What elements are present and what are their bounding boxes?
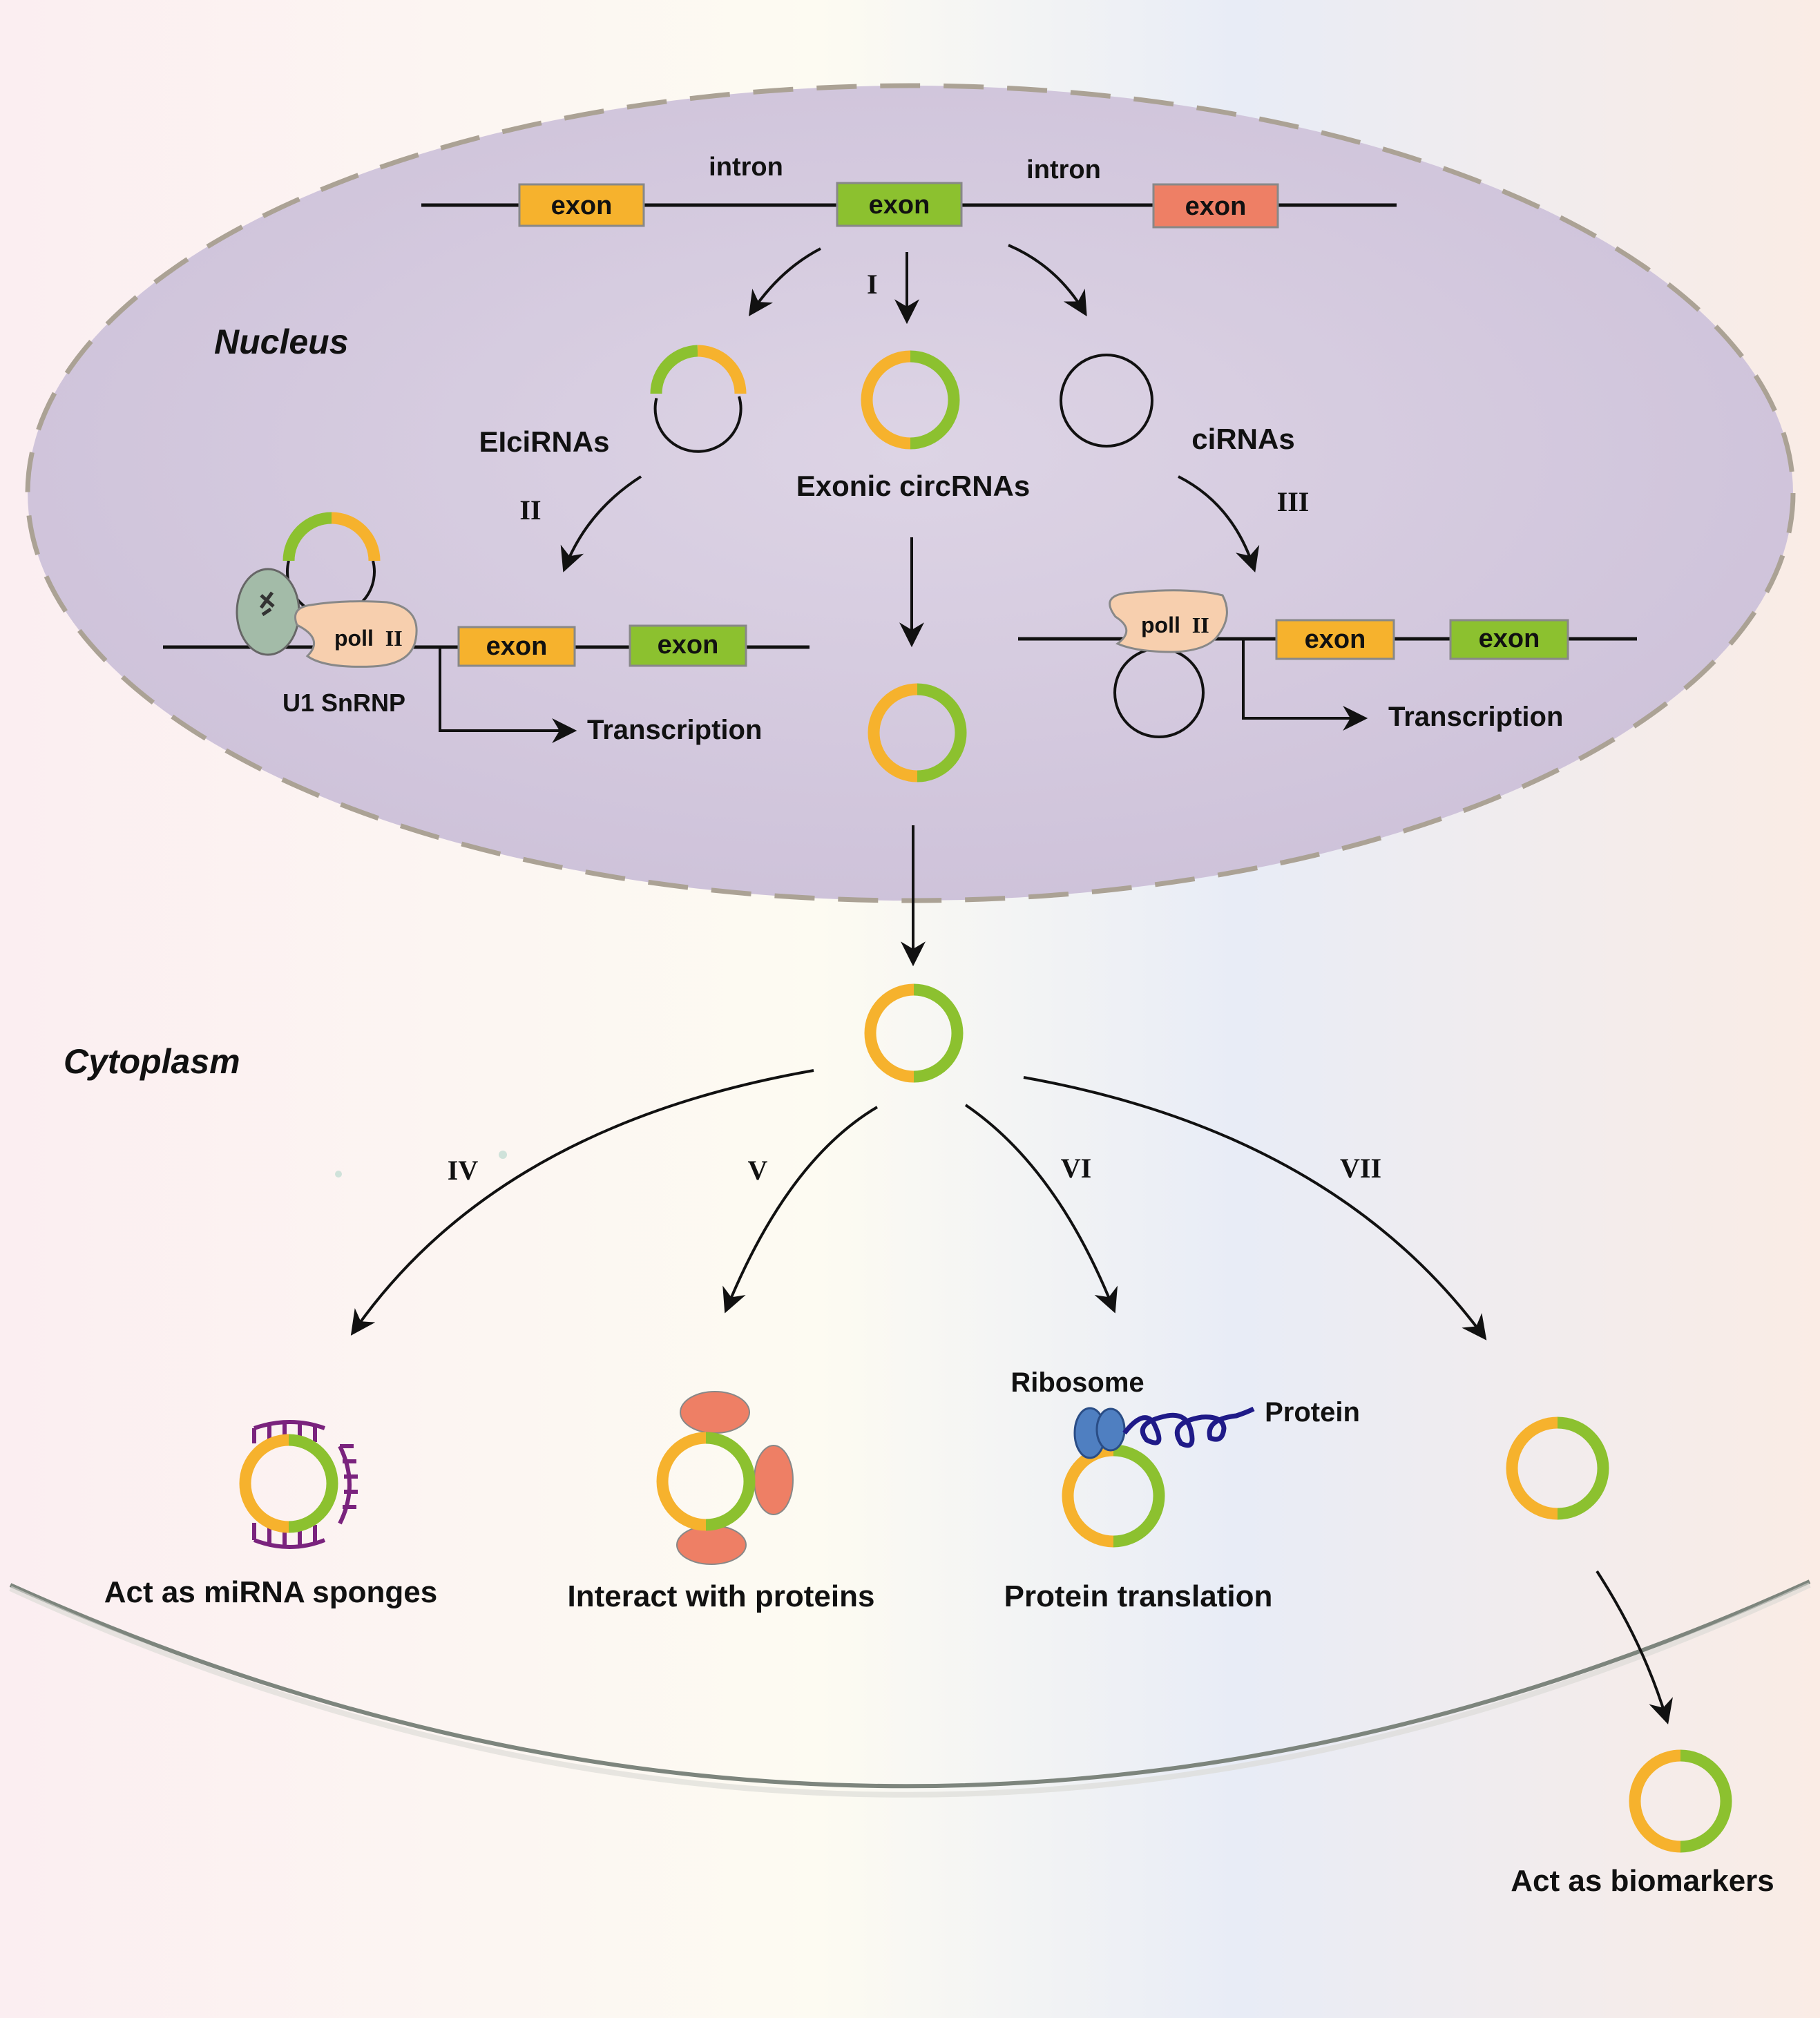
left-exon-a	[457, 626, 576, 667]
ribosome-label: Ribosome	[1010, 1367, 1144, 1398]
protein-label: Protein	[1265, 1397, 1360, 1428]
poll-left-label: poll	[334, 626, 374, 651]
exonic-circrnas-label: Exonic circRNAs	[796, 470, 1030, 502]
arrow-to-cirnas	[1008, 244, 1087, 317]
arrow-step-III	[1178, 475, 1260, 573]
u1-icon	[259, 591, 275, 617]
right-exon-a	[1275, 619, 1395, 660]
right-transcription-label: Transcription	[1388, 702, 1563, 732]
ribosome-unit-2	[1095, 1407, 1126, 1452]
left-exon-b	[629, 624, 747, 667]
right-exon-b	[1449, 619, 1569, 660]
speck-1	[335, 1171, 342, 1178]
cirna-circle	[1060, 354, 1153, 448]
step-II: II	[519, 494, 541, 526]
protein-right	[754, 1445, 794, 1515]
u1-snrnp-label: U1 SnRNP	[282, 689, 405, 717]
poll-ii-right	[1109, 589, 1228, 653]
translation-label: Protein translation	[1004, 1579, 1273, 1613]
exonic-circrna-circle	[861, 350, 960, 450]
step-III: III	[1277, 486, 1310, 517]
elcirna-mechanism: poll II exon exon U1 SnRNP Transcription	[163, 512, 810, 745]
protein-bottom	[676, 1525, 747, 1565]
protein-translation	[1062, 1406, 1255, 1548]
vii-circrna	[1506, 1416, 1609, 1520]
mirna-molecules	[252, 1420, 358, 1549]
arrow-to-biomarker	[1596, 1570, 1673, 1724]
poll-right-label: poll	[1141, 613, 1180, 637]
mirna-sponge	[239, 1420, 358, 1549]
right-exon-b-label: exon	[1479, 624, 1540, 653]
sponge-label: Act as miRNA sponges	[104, 1575, 437, 1609]
biomarker-circrna	[1629, 1749, 1732, 1853]
speck-2	[499, 1151, 507, 1159]
exon-label-3: exon	[1185, 192, 1247, 221]
poll-ii-left	[294, 600, 418, 668]
poll-right-text: poll II	[1141, 613, 1209, 637]
protein-top	[680, 1391, 750, 1434]
arrow-step-II	[560, 475, 642, 573]
biomarkers-label: Act as biomarkers	[1511, 1864, 1774, 1898]
left-exon-b-label: exon	[658, 631, 719, 660]
right-exon-a-label: exon	[1305, 625, 1366, 654]
step-V: V	[748, 1155, 768, 1186]
poll-left-numeral: II	[385, 626, 403, 651]
poll-right-numeral: II	[1192, 613, 1209, 637]
cytoplasm-label: Cytoplasm	[64, 1042, 240, 1081]
step-VI: VI	[1061, 1153, 1091, 1184]
right-transcription-arrow	[1242, 639, 1368, 731]
exon-label-2: exon	[869, 191, 930, 220]
step-IV: IV	[448, 1155, 479, 1186]
exon-box-1	[518, 183, 645, 227]
cirnas-label: ciRNAs	[1191, 423, 1294, 455]
left-transcription-arrow	[439, 647, 577, 743]
gene: exon exon exon intron intron	[421, 153, 1397, 229]
exonic-circrna-nucleus	[868, 683, 967, 782]
intron-label-left: intron	[709, 153, 783, 182]
exon-box-2	[836, 182, 963, 227]
step-VII: VII	[1340, 1153, 1381, 1184]
arrow-step-V	[722, 1106, 879, 1314]
arrow-step-IV	[350, 1069, 814, 1336]
left-exon-a-label: exon	[486, 632, 548, 661]
exon-box-3	[1152, 183, 1279, 229]
elcirnas-label: EIciRNAs	[479, 425, 609, 458]
nucleus-label: Nucleus	[214, 323, 349, 361]
cell-membrane-shadow	[9, 1582, 1811, 1798]
protein-chain	[1122, 1406, 1255, 1448]
poll-left-text: poll II	[334, 626, 403, 651]
intron-label-right: intron	[1026, 155, 1101, 184]
cirna-mechanism: poll II exon exon Transcription	[1018, 589, 1637, 738]
proteins-label: Interact with proteins	[568, 1579, 875, 1613]
exon-label-1: exon	[551, 191, 613, 220]
cytoplasm-circrna	[864, 983, 964, 1083]
elcirna-circle	[650, 345, 747, 453]
arrow-step-VI	[964, 1104, 1118, 1314]
nucleus-envelope	[25, 83, 1796, 903]
left-transcription-label: Transcription	[587, 715, 762, 745]
arrow-to-elcirnas	[748, 247, 821, 316]
arrow-step-VII	[1023, 1076, 1487, 1340]
cell-membrane	[9, 1579, 1811, 1789]
protein-interaction	[656, 1391, 794, 1565]
step-I: I	[867, 269, 878, 300]
